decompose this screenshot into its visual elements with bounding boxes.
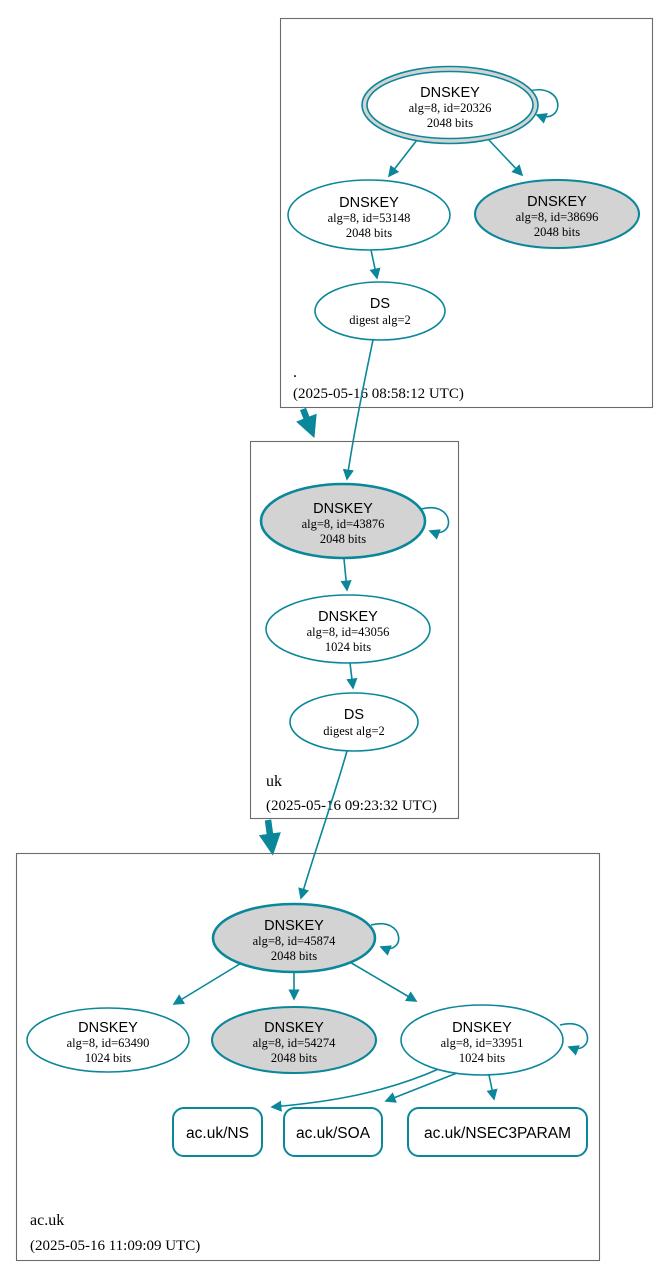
node-detail: 2048 bits <box>346 226 392 240</box>
edge-root-zsk-to-ds <box>369 249 381 280</box>
node-type: DS <box>344 707 364 723</box>
root-ksk-node: DNSKEY alg=8, id=20326 2048 bits <box>361 65 539 145</box>
node-detail: alg=8, id=33951 <box>441 1036 524 1050</box>
edge-uk-ksk-to-zsk <box>340 558 352 592</box>
node-detail: digest alg=2 <box>323 724 385 738</box>
edge-root-ds-to-uk-ksk <box>342 339 374 481</box>
node-type: DNSKEY <box>527 194 587 210</box>
acuk-sep2-node: DNSKEY alg=8, id=54274 2048 bits <box>210 1005 378 1075</box>
uk-ksk-node: DNSKEY alg=8, id=43876 2048 bits <box>259 482 427 560</box>
node-type: DNSKEY <box>318 609 378 625</box>
zone-box-acuk: DNSKEY alg=8, id=45874 2048 bits DNSKEY … <box>15 852 601 1262</box>
zone-name: uk <box>266 773 282 790</box>
zone-timestamp: (2025-05-16 08:58:12 UTC) <box>293 386 464 402</box>
acuk-zsk1-node: DNSKEY alg=8, id=63490 1024 bits <box>26 1007 190 1073</box>
node-detail: alg=8, id=38696 <box>516 210 599 224</box>
delegation-arrow-root-to-uk <box>296 407 317 439</box>
node-detail: 1024 bits <box>325 640 371 654</box>
node-detail: 2048 bits <box>320 532 366 546</box>
node-detail: alg=8, id=63490 <box>67 1036 150 1050</box>
zone-box-uk: DNSKEY alg=8, id=43876 2048 bits DNSKEY … <box>249 440 460 820</box>
node-detail: alg=8, id=43056 <box>307 625 390 639</box>
edge-root-ksk-to-sep2 <box>487 138 524 177</box>
node-detail: 1024 bits <box>85 1051 131 1065</box>
acuk-zsk2-node: DNSKEY alg=8, id=33951 1024 bits <box>400 1004 564 1076</box>
node-detail: alg=8, id=53148 <box>328 211 411 225</box>
root-ds-node: DS digest alg=2 <box>314 281 446 341</box>
edge-acuk-ksk-to-zsk1 <box>172 961 244 1005</box>
uk-zsk-node: DNSKEY alg=8, id=43056 1024 bits <box>265 594 431 664</box>
node-detail: 1024 bits <box>459 1051 505 1065</box>
zone-border-uk <box>249 440 460 820</box>
zone-timestamp: (2025-05-16 09:23:32 UTC) <box>266 798 437 814</box>
acuk-nsec3param-rrset: ac.uk/NSEC3PARAM <box>407 1107 588 1157</box>
rrset-label: ac.uk/NS <box>186 1125 249 1142</box>
node-type: DNSKEY <box>78 1020 138 1036</box>
node-type: DNSKEY <box>264 918 324 934</box>
node-detail: 2048 bits <box>427 116 473 130</box>
zone-name: . <box>293 364 297 381</box>
zone-timestamp: (2025-05-16 11:09:09 UTC) <box>30 1238 200 1254</box>
edge-acuk-zsk2-to-ns <box>270 1067 442 1112</box>
edge-acuk-zsk2-to-nsec3param <box>486 1074 498 1101</box>
edge-acuk-zsk2-selfloop <box>559 1022 589 1056</box>
node-type: DNSKEY <box>339 195 399 211</box>
edge-acuk-zsk2-to-soa <box>384 1072 458 1103</box>
acuk-ns-rrset: ac.uk/NS <box>172 1107 263 1157</box>
rrset-label: ac.uk/NSEC3PARAM <box>424 1125 571 1142</box>
node-detail: alg=8, id=54274 <box>253 1036 337 1050</box>
edge-root-ksk-to-zsk <box>387 139 418 178</box>
node-detail: alg=8, id=45874 <box>253 934 337 948</box>
node-type: DS <box>370 296 390 312</box>
node-detail: alg=8, id=20326 <box>409 101 492 115</box>
root-zsk-node: DNSKEY alg=8, id=53148 2048 bits <box>287 179 451 251</box>
root-sep2-node: DNSKEY alg=8, id=38696 2048 bits <box>473 178 641 250</box>
node-detail: alg=8, id=43876 <box>302 517 385 531</box>
edge-uk-zsk-to-ds <box>346 662 358 690</box>
edge-acuk-ksk-selfloop <box>370 922 400 956</box>
node-type: DNSKEY <box>452 1020 512 1036</box>
zone-border-acuk <box>15 852 601 1262</box>
node-type: DNSKEY <box>264 1020 324 1036</box>
zone-border-root <box>279 17 654 409</box>
edge-acuk-ksk-to-zsk2 <box>347 960 418 1002</box>
acuk-ksk-node: DNSKEY alg=8, id=45874 2048 bits <box>211 902 377 974</box>
rrset-label: ac.uk/SOA <box>296 1125 371 1142</box>
zone-name: ac.uk <box>30 1212 64 1229</box>
edge-root-ksk-selfloop <box>528 88 559 124</box>
node-type: DNSKEY <box>313 501 373 517</box>
edge-uk-ds-to-acuk-ksk <box>298 750 348 900</box>
node-detail: 2048 bits <box>534 225 580 239</box>
zone-box-root: DNSKEY alg=8, id=20326 2048 bits DNSKEY … <box>279 17 654 409</box>
delegation-arrow-uk-to-acuk <box>258 819 281 856</box>
node-detail: digest alg=2 <box>349 313 411 327</box>
node-detail: 2048 bits <box>271 1051 317 1065</box>
node-type: DNSKEY <box>420 85 480 101</box>
edge-uk-ksk-selfloop <box>420 506 450 540</box>
node-detail: 2048 bits <box>271 949 317 963</box>
acuk-soa-rrset: ac.uk/SOA <box>283 1107 383 1157</box>
uk-ds-node: DS digest alg=2 <box>289 692 419 752</box>
